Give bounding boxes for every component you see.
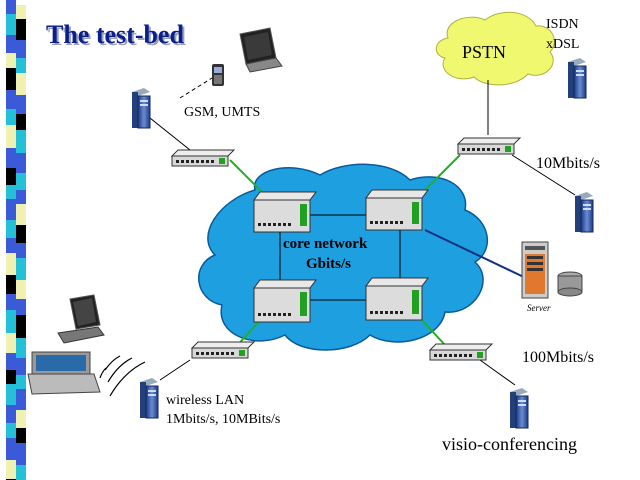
stripe-block	[16, 58, 26, 73]
stripe-block	[16, 153, 26, 173]
pstn-cloud	[435, 11, 555, 86]
wlan-speed-label: 1Mbits/s, 10MBits/s	[166, 412, 280, 427]
stripe-block	[16, 280, 26, 299]
access-router-icon	[428, 343, 494, 361]
stripe-block	[6, 199, 16, 220]
stripe-block	[6, 125, 16, 148]
core-router-icon	[365, 277, 429, 321]
access-routers	[170, 137, 522, 361]
pstn-label: PSTN	[462, 42, 506, 62]
tower-pc-icon	[140, 378, 159, 419]
stripe-block	[16, 225, 26, 243]
stripe-block	[16, 173, 26, 190]
links	[149, 77, 576, 386]
stripe-block	[16, 315, 26, 338]
stripe-block	[6, 275, 16, 294]
tower-pc-icon	[510, 388, 529, 429]
stripe-block	[16, 375, 26, 389]
laptop-top-icon	[239, 27, 283, 73]
stripe-block	[16, 338, 26, 358]
stripe-block	[6, 168, 16, 185]
laptop-bottom-icon	[57, 294, 105, 344]
tower-pc-icon	[575, 192, 594, 233]
slide-title: The test-bed	[46, 20, 184, 49]
access-router-icon	[190, 341, 256, 359]
wireless-waves-icon	[99, 355, 146, 397]
stripe-block	[6, 405, 16, 423]
stripe-block	[6, 68, 16, 90]
stripe-block	[16, 410, 26, 428]
stripe-block	[6, 14, 16, 35]
stripe-block	[16, 299, 26, 315]
stripe-block	[6, 370, 16, 384]
stripe-block	[16, 389, 26, 410]
stripe-block	[6, 353, 16, 370]
stripe-block	[16, 130, 26, 153]
stripe-block	[6, 310, 16, 333]
stripe-block	[16, 114, 26, 130]
stripe-block	[6, 423, 16, 438]
stripe-block	[6, 438, 16, 460]
stripe-block	[16, 258, 26, 280]
core-routers	[253, 189, 429, 323]
stripe-block	[6, 460, 16, 479]
core-router-icon	[365, 189, 429, 231]
stripe-block	[16, 5, 26, 19]
access-router-icon	[456, 137, 522, 155]
isdn-label: ISDN	[546, 17, 579, 32]
visio-label: visio-conferencing	[442, 434, 577, 454]
xdsl-label: xDSL	[546, 37, 579, 52]
server-label: Server	[527, 303, 551, 313]
stripe-block	[6, 185, 16, 199]
tower-pc-icon	[132, 88, 151, 129]
stripe-block	[6, 109, 16, 125]
computer-towers	[132, 58, 594, 429]
stripe-block	[16, 204, 26, 225]
stripe-block	[6, 253, 16, 275]
tower-pc-icon	[568, 58, 587, 99]
core-router-icon	[253, 191, 317, 233]
stripe-block	[6, 294, 16, 310]
stripe-block	[6, 0, 16, 14]
stripe-block	[16, 358, 26, 375]
core-network-label: core network	[283, 236, 368, 252]
access-router-icon	[170, 149, 236, 167]
server-icon	[521, 241, 549, 299]
core-speed-label: Gbits/s	[306, 256, 351, 272]
gsm-label: GSM, UMTS	[184, 105, 260, 120]
stripe-block	[16, 73, 26, 95]
stripe-block	[6, 53, 16, 68]
stripe-block	[6, 220, 16, 238]
stripe-block	[16, 443, 26, 465]
stripe-block	[6, 148, 16, 168]
stripe-block	[16, 40, 26, 58]
stripe-block	[6, 90, 16, 109]
stripe-block	[16, 190, 26, 204]
disk-storage-icon	[557, 271, 583, 297]
wlan-label: wireless LAN	[166, 393, 244, 408]
stripe-block	[16, 243, 26, 258]
speed-10-label: 10Mbits/s	[536, 155, 600, 172]
stripe-block	[6, 35, 16, 53]
speed-100-label: 100Mbits/s	[522, 349, 594, 366]
stripe-block	[16, 465, 26, 480]
stripe-block	[16, 19, 26, 40]
stripe-block	[16, 428, 26, 443]
core-router-icon	[253, 279, 317, 323]
decorative-stripe	[6, 0, 26, 480]
mobile-phone-icon	[212, 64, 224, 86]
palmtop-icon	[27, 351, 101, 395]
stripe-block	[6, 333, 16, 353]
stripe-block	[6, 238, 16, 253]
stripe-block	[16, 95, 26, 114]
stripe-block	[6, 384, 16, 405]
